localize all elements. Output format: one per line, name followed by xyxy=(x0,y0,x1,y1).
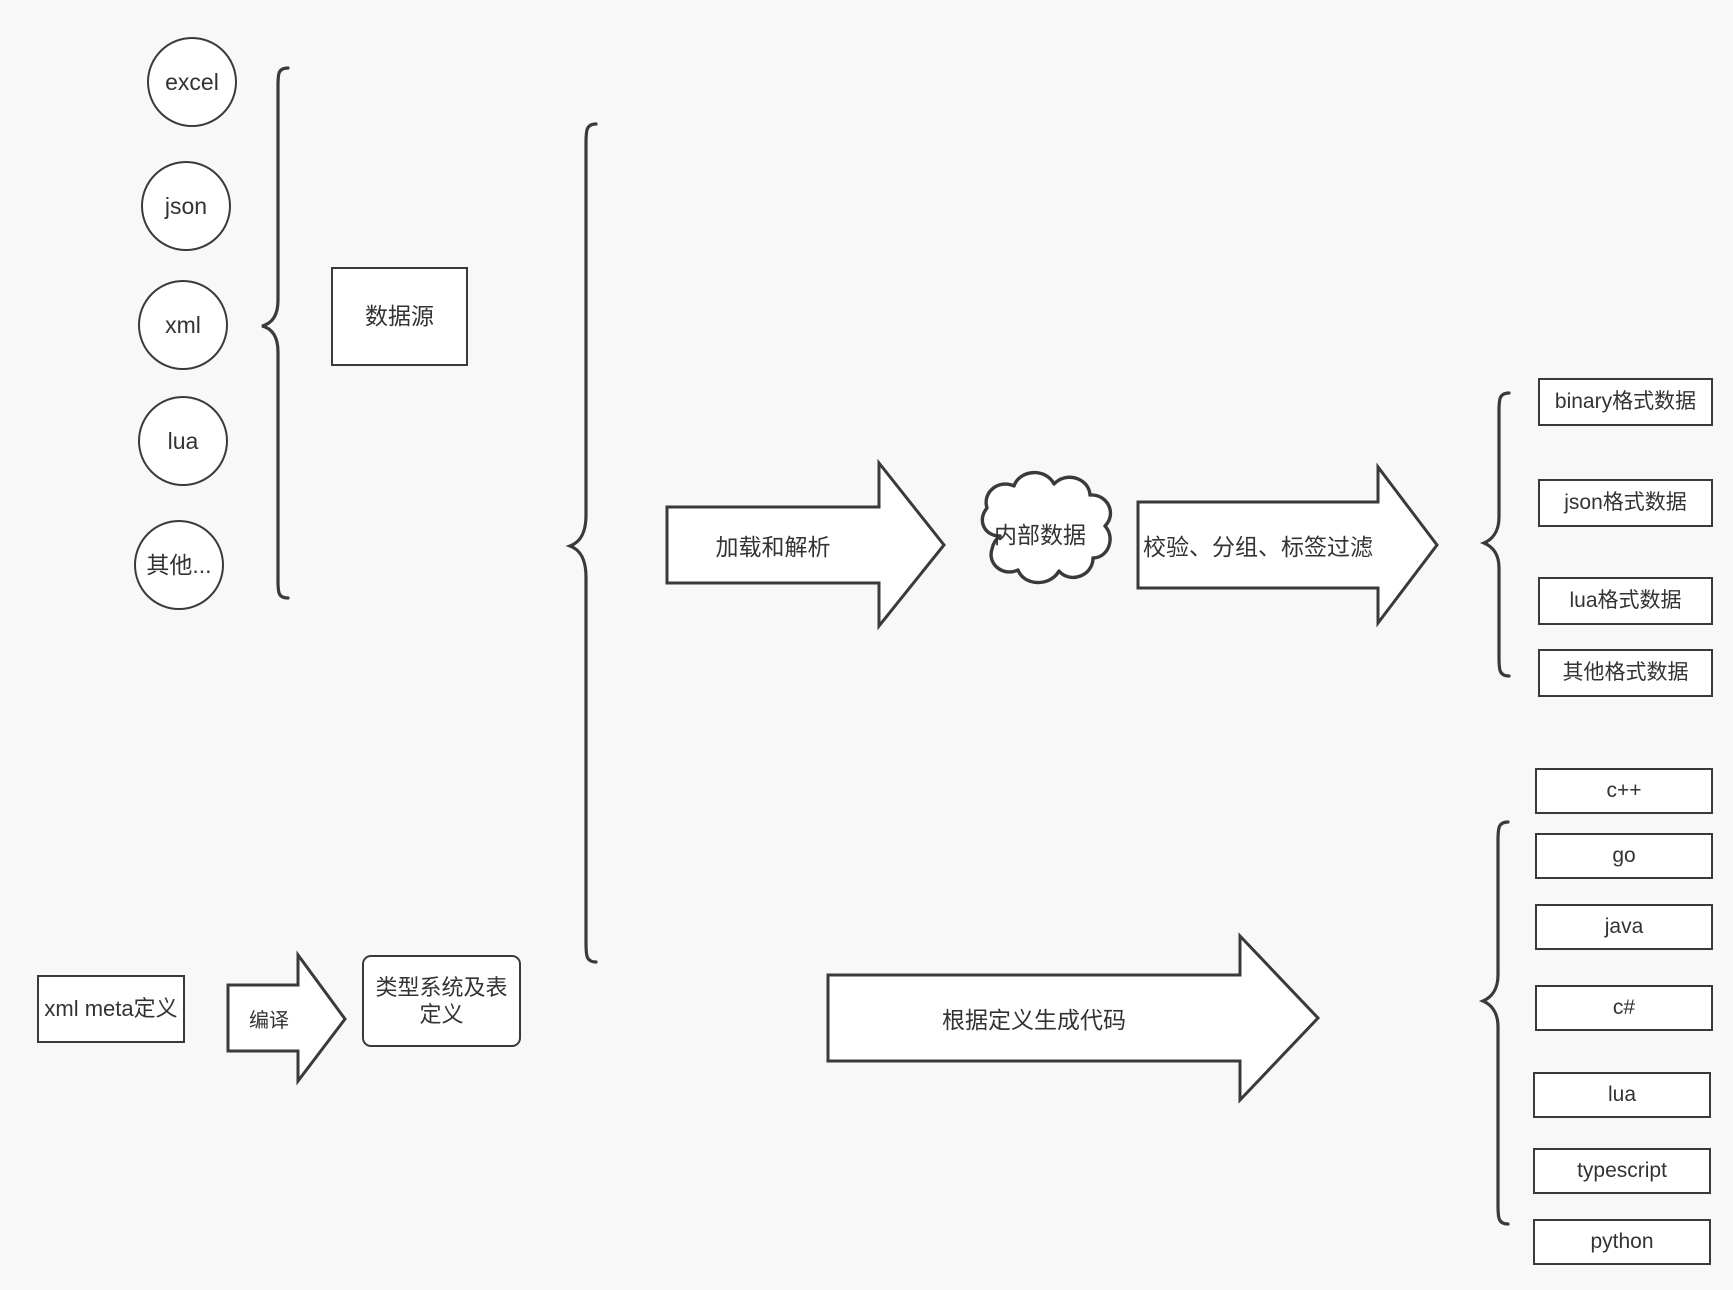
source-label-xml: xml xyxy=(165,311,201,338)
output-language-csharp[interactable]: c# xyxy=(1535,985,1713,1031)
output-language-go[interactable]: go xyxy=(1535,833,1713,879)
load-parse-text: 加载和解析 xyxy=(715,534,831,560)
compile-text: 编译 xyxy=(249,1009,289,1032)
source-label-other: 其他... xyxy=(146,551,212,578)
output-language-lua-label: lua xyxy=(1607,1082,1637,1106)
output-format-other-label: 其他格式数据 xyxy=(1562,660,1689,684)
output-language-python[interactable]: python xyxy=(1533,1219,1711,1265)
output-format-binary[interactable]: binary格式数据 xyxy=(1538,378,1713,426)
sources-brace xyxy=(261,66,290,600)
type-system-box[interactable]: 类型系统及表定义 xyxy=(362,955,521,1047)
output-format-binary-label: binary格式数据 xyxy=(1554,389,1697,413)
filter-arrow-label: 校验、分组、标签过滤 xyxy=(1138,520,1378,570)
output-language-csharp-label: c# xyxy=(1612,995,1636,1019)
output-language-typescript[interactable]: typescript xyxy=(1533,1148,1711,1194)
output-language-cpp-label: c++ xyxy=(1606,778,1642,802)
output-format-json[interactable]: json格式数据 xyxy=(1538,479,1713,527)
source-label-json: json xyxy=(164,192,208,219)
languages-brace xyxy=(1478,820,1510,1226)
source-circle-xml[interactable]: xml xyxy=(138,280,228,370)
output-language-java[interactable]: java xyxy=(1535,904,1713,950)
xml-meta-definition-box[interactable]: xml meta定义 xyxy=(37,975,185,1043)
xml-meta-definition-label: xml meta定义 xyxy=(44,996,178,1022)
output-format-json-label: json格式数据 xyxy=(1564,490,1687,514)
output-format-lua-label: lua格式数据 xyxy=(1569,588,1682,612)
codegen-text: 根据定义生成代码 xyxy=(942,1007,1126,1033)
source-label-excel: excel xyxy=(165,68,219,95)
codegen-arrow-label: 根据定义生成代码 xyxy=(828,993,1240,1043)
data-source-box[interactable]: 数据源 xyxy=(331,267,468,366)
output-language-python-label: python xyxy=(1590,1229,1654,1253)
filter-text: 校验、分组、标签过滤 xyxy=(1143,534,1373,560)
type-system-label: 类型系统及表定义 xyxy=(375,974,508,1028)
data-source-label: 数据源 xyxy=(365,303,434,330)
output-language-java-label: java xyxy=(1604,914,1644,938)
main-input-brace xyxy=(565,122,598,964)
source-circle-lua[interactable]: lua xyxy=(138,396,228,486)
output-language-go-label: go xyxy=(1612,843,1636,867)
compile-arrow-label: 编译 xyxy=(234,995,304,1041)
output-language-lua[interactable]: lua xyxy=(1533,1072,1711,1118)
output-language-typescript-label: typescript xyxy=(1577,1158,1667,1182)
output-format-lua[interactable]: lua格式数据 xyxy=(1538,577,1713,625)
load-parse-arrow-label: 加载和解析 xyxy=(667,520,879,570)
source-circle-excel[interactable]: excel xyxy=(147,37,237,127)
output-format-other[interactable]: 其他格式数据 xyxy=(1538,649,1713,697)
internal-data-label: 内部数据 xyxy=(985,512,1095,554)
output-language-cpp[interactable]: c++ xyxy=(1535,768,1713,814)
formats-brace xyxy=(1479,391,1511,678)
internal-data-text: 内部数据 xyxy=(994,522,1086,548)
source-label-lua: lua xyxy=(167,427,199,454)
source-circle-other[interactable]: 其他... xyxy=(134,520,224,610)
source-circle-json[interactable]: json xyxy=(141,161,231,251)
